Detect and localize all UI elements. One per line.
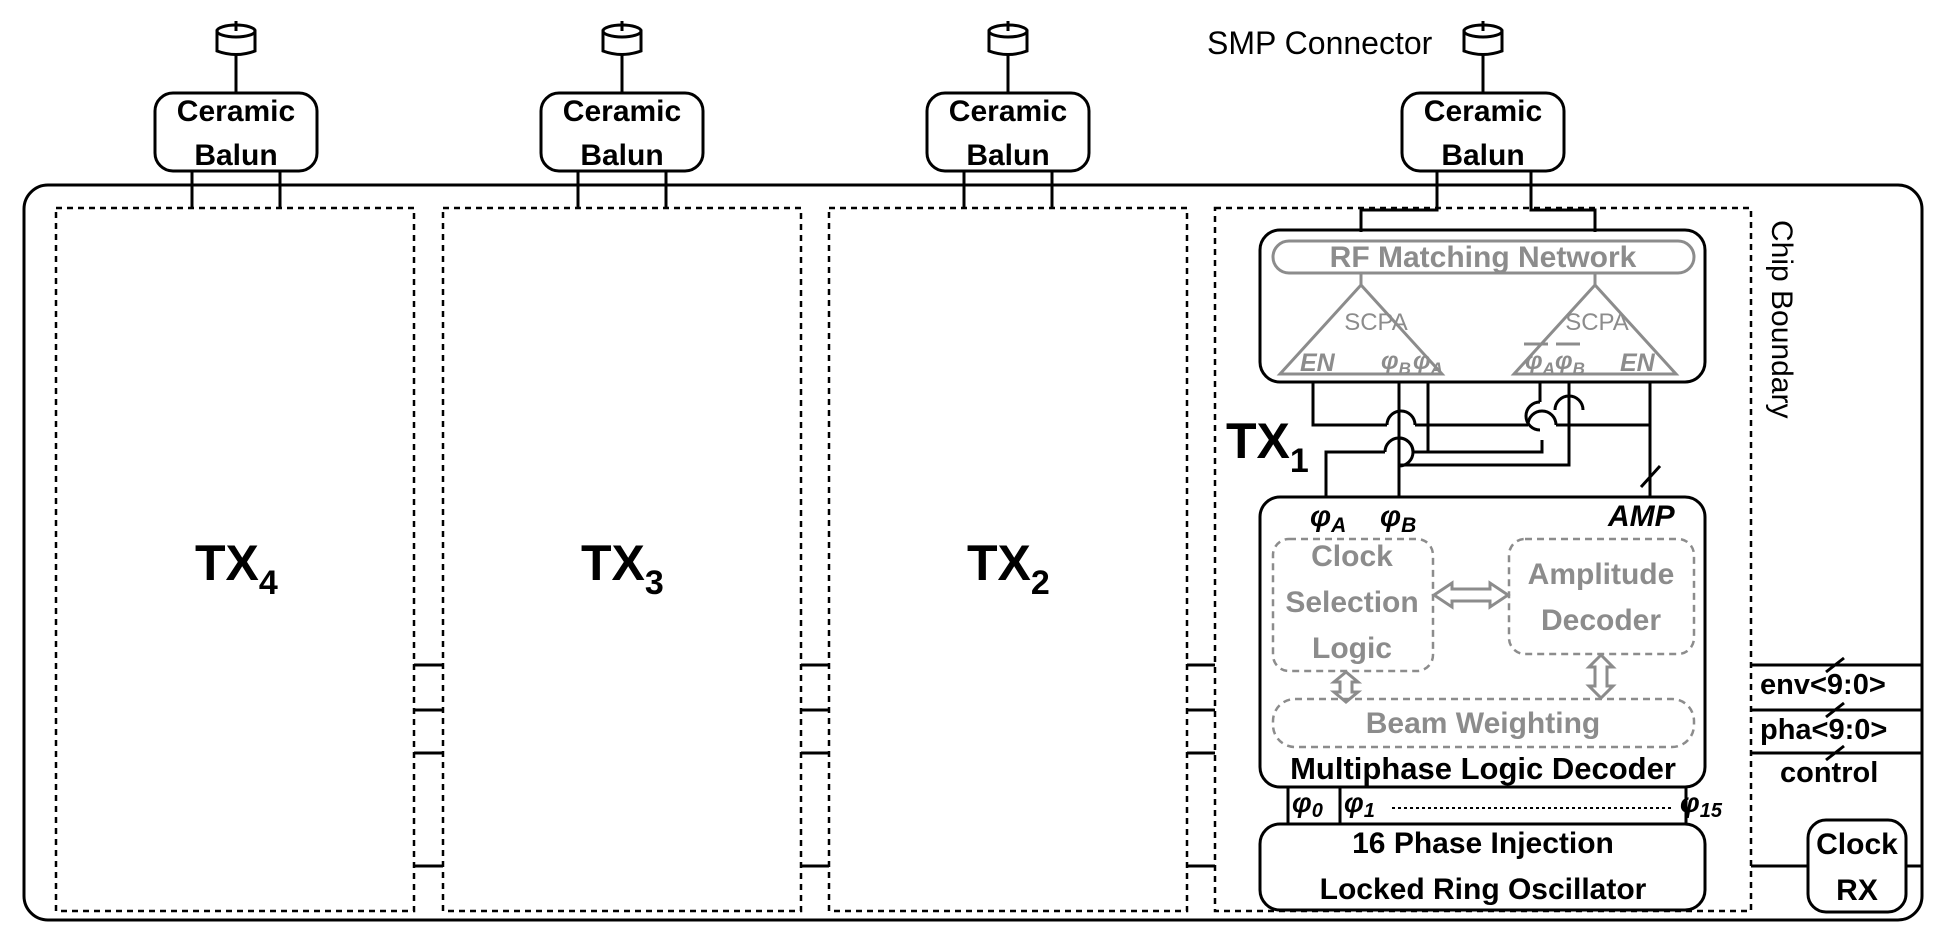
amplitude-decoder-line2: Decoder (1541, 604, 1661, 637)
scpa-right (1510, 282, 1680, 376)
beam-weighting (1271, 697, 1696, 749)
multiphase-logic-decoder (1258, 495, 1707, 789)
env-bus-label: env<9:0> (1760, 669, 1886, 701)
scpa-right-en: EN (1620, 349, 1656, 377)
tx1-label: TX1 (1226, 413, 1309, 480)
balun-1-wire-left (1359, 171, 1439, 232)
balun-2-line2: Balun (966, 139, 1049, 172)
double-arrow-horizontal (1431, 580, 1511, 610)
injection-locked-ring-oscillator (1258, 822, 1707, 912)
clock-selection-logic (1271, 537, 1435, 673)
clock-rx-line1: Clock (1816, 828, 1898, 861)
clock-selection-line2: Selection (1285, 586, 1418, 619)
scpa-left-phib: φB (1381, 347, 1411, 378)
control-routing (1311, 382, 1662, 497)
clock-rx (1806, 818, 1908, 914)
chip-boundary-outline (22, 183, 1924, 922)
ilro-line2: Locked Ring Oscillator (1320, 873, 1647, 906)
tx2-block (827, 206, 1189, 913)
chip-boundary-label: Chip Boundary (1765, 220, 1798, 418)
scpa-right-label: SCPA (1565, 309, 1629, 336)
phi1-label: φ1 (1344, 787, 1375, 822)
amplitude-decoder-line1: Amplitude (1528, 558, 1675, 591)
tx3-label: TX3 (581, 535, 664, 602)
ceramic-balun-2: Ceramic Balun (925, 91, 1091, 208)
inter-block-bus (414, 663, 1215, 868)
tx2-label: TX2 (967, 535, 1050, 602)
scpa-right-phib: φB (1555, 347, 1585, 378)
ceramic-balun-4: Ceramic Balun (153, 91, 319, 208)
phi15-label: φ15 (1680, 787, 1723, 822)
balun-1-wire-right (1529, 171, 1597, 232)
clock-rx-line2: RX (1836, 874, 1878, 907)
rf-matching-label: RF Matching Network (1330, 241, 1637, 274)
balun-4-line1: Ceramic (177, 95, 295, 128)
balun-4-line2: Balun (194, 139, 277, 172)
tx4-block (54, 206, 416, 913)
smp-connector-3 (987, 21, 1029, 93)
ceramic-balun-3: Ceramic Balun (539, 91, 705, 208)
balun-3-line1: Ceramic (563, 95, 681, 128)
double-arrow-vertical-left (1329, 670, 1363, 704)
smp-connector-2 (601, 21, 643, 93)
scpa-left-phia: φA (1413, 347, 1443, 378)
balun-2-line1: Ceramic (949, 95, 1067, 128)
multiphase-label: Multiphase Logic Decoder (1290, 751, 1676, 786)
scpa-left-label: SCPA (1344, 309, 1408, 336)
ilro-line1: 16 Phase Injection (1352, 827, 1614, 860)
control-label: control (1780, 757, 1878, 789)
balun-1-line2: Balun (1441, 139, 1524, 172)
phase-bus (1286, 787, 1688, 824)
rf-matching-network (1271, 239, 1696, 275)
scpa-left-en: EN (1300, 349, 1336, 377)
scpa-left (1276, 282, 1446, 376)
control-inputs (1751, 656, 1922, 762)
clock-selection-line3: Logic (1312, 632, 1392, 665)
rf-frontend-box (1258, 228, 1707, 384)
scpa-right-phia: φA (1525, 347, 1555, 378)
smp-connector-4 (1462, 21, 1504, 93)
decoder-phia: φA (1310, 500, 1346, 537)
beam-weighting-label: Beam Weighting (1366, 707, 1600, 740)
smp-connector-1 (215, 21, 257, 93)
tx3-block (441, 206, 803, 913)
ceramic-balun-1: Ceramic Balun (1400, 91, 1566, 173)
pha-bus-label: pha<9:0> (1760, 714, 1887, 746)
decoder-amp: AMP (1607, 500, 1676, 533)
phi0-label: φ0 (1292, 787, 1323, 822)
decoder-phib: φB (1380, 500, 1416, 537)
balun-1-line1: Ceramic (1424, 95, 1542, 128)
smp-connector-label: SMP Connector (1207, 25, 1433, 61)
tx4-label: TX4 (195, 535, 278, 602)
clock-selection-line1: Clock (1311, 540, 1393, 573)
double-arrow-vertical-right (1585, 652, 1617, 701)
balun-3-line2: Balun (580, 139, 663, 172)
